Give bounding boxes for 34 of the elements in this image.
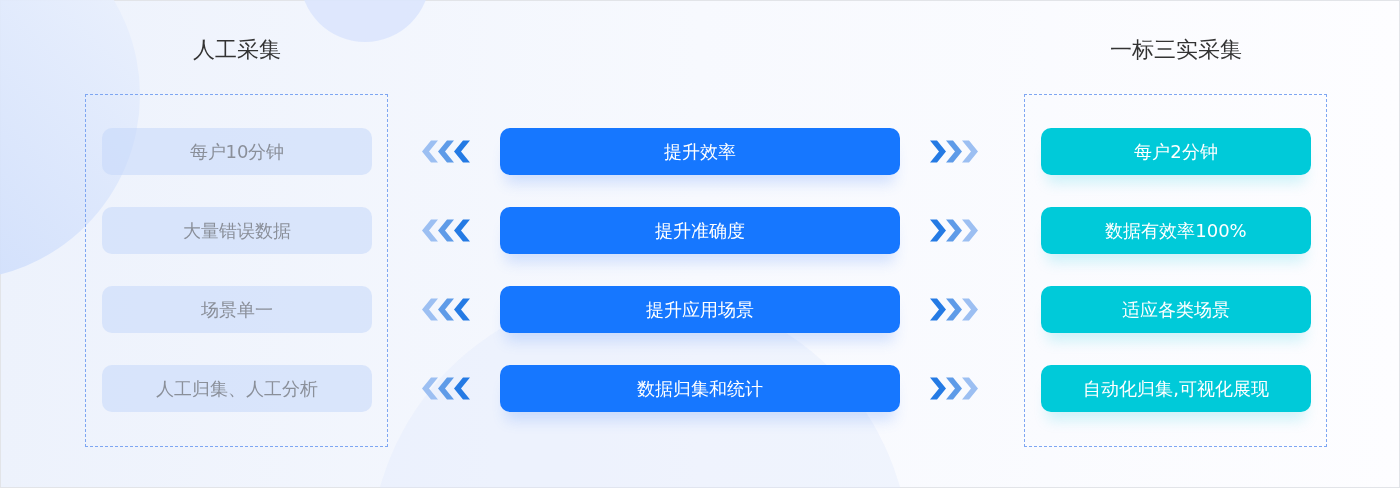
box-label: 提升应用场景	[646, 297, 754, 322]
highlight-box	[500, 286, 900, 333]
chevron-arrow	[930, 298, 978, 321]
chevron-arrow	[422, 140, 470, 163]
box-label: 大量错误数据	[183, 218, 291, 243]
pill-box	[102, 286, 372, 333]
pill-box	[102, 128, 372, 175]
box-label: 数据归集和统计	[637, 376, 763, 401]
highlight-box	[500, 128, 900, 175]
result-box	[1041, 207, 1311, 254]
chevron-arrow	[422, 377, 470, 400]
pill-box	[102, 207, 372, 254]
chevron-arrow	[930, 377, 978, 400]
chevron-arrow	[422, 298, 470, 321]
pill-box	[102, 365, 372, 412]
result-box	[1041, 365, 1311, 412]
highlight-box	[500, 365, 900, 412]
chevron-arrow	[422, 219, 470, 242]
box-label: 提升效率	[664, 139, 736, 164]
chevron-arrow	[930, 140, 978, 163]
box-label: 每户10分钟	[189, 139, 285, 164]
result-box	[1041, 286, 1311, 333]
box-label: 自动化归集,可视化展现	[1083, 376, 1269, 401]
box-label: 提升准确度	[655, 218, 745, 243]
chevron-arrow	[930, 219, 978, 242]
group-heading: 一标三实采集	[1108, 36, 1243, 64]
box-label: 适应各类场景	[1122, 297, 1230, 322]
box-label: 人工归集、人工分析	[156, 376, 318, 401]
highlight-box	[500, 207, 900, 254]
box-label: 数据有效率100%	[1105, 218, 1247, 243]
group-heading: 人工采集	[191, 36, 282, 64]
box-label: 每户2分钟	[1134, 139, 1218, 164]
result-box	[1041, 128, 1311, 175]
box-label: 场景单一	[201, 297, 273, 322]
